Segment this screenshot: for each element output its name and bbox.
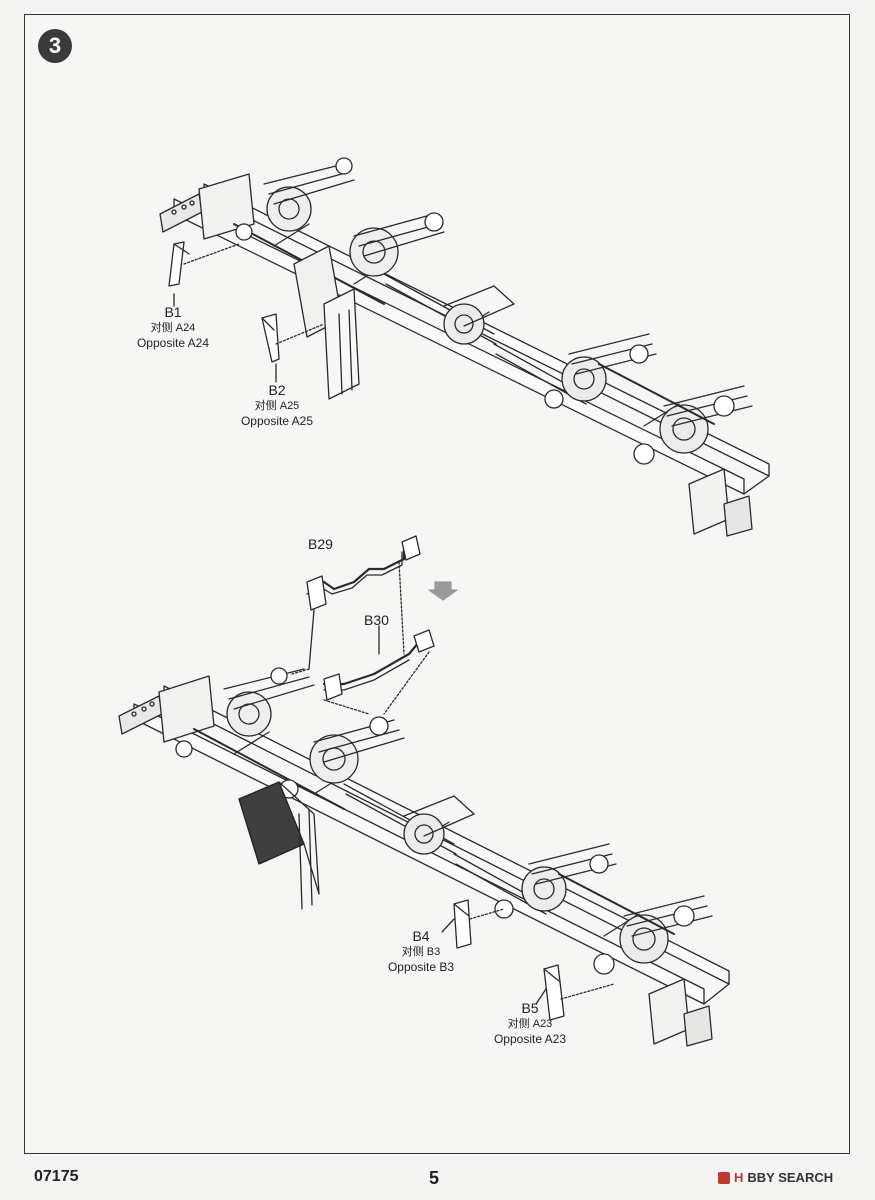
transfer-arrow-icon xyxy=(428,581,458,601)
callout-b2-cn: 对侧 A25 xyxy=(254,400,300,412)
brand-prefix: H xyxy=(734,1170,744,1185)
callout-b4-code: B4 xyxy=(412,928,430,944)
step-number-badge: 3 xyxy=(38,29,72,63)
callout-b2-en: Opposite A25 xyxy=(240,414,314,428)
callout-b4: B4 对侧 B3 Opposite B3 xyxy=(376,928,466,975)
assembly-drawing xyxy=(118,157,770,1047)
callout-b1-code: B1 xyxy=(164,304,182,320)
step-number: 3 xyxy=(48,33,62,58)
bottom-middle-axle xyxy=(403,795,547,915)
bottom-front-axle xyxy=(175,667,405,810)
callout-b1: B1 对侧 A24 Opposite A24 xyxy=(128,304,218,351)
callout-b2-code: B2 xyxy=(268,382,286,398)
callout-b5: B5 对侧 A23 Opposite A23 xyxy=(482,1000,578,1047)
brand-main: BBY SEARCH xyxy=(747,1170,834,1185)
part-b29-label: B29 xyxy=(308,536,333,552)
part-b30-label: B30 xyxy=(364,612,389,628)
part-b29 xyxy=(291,535,421,675)
bottom-chassis xyxy=(118,535,730,1047)
top-chassis xyxy=(159,157,770,537)
callout-b4-en: Opposite B3 xyxy=(387,960,455,974)
brand-logo-icon xyxy=(718,1171,730,1184)
callout-b1-cn: 对侧 A24 xyxy=(150,322,196,334)
product-code: 07175 xyxy=(34,1168,79,1185)
callout-b5-en: Opposite A23 xyxy=(493,1032,567,1046)
callout-b1-en: Opposite A24 xyxy=(136,336,210,350)
callout-b5-cn: 对侧 A23 xyxy=(507,1018,553,1030)
bottom-rear-axles xyxy=(494,843,713,975)
top-rear-axles xyxy=(544,333,753,465)
part-b30 xyxy=(322,625,435,715)
callout-b2: B2 对侧 A25 Opposite A25 xyxy=(232,382,322,429)
page-number: 5 xyxy=(429,1168,440,1188)
callout-b5-code: B5 xyxy=(521,1000,539,1016)
callout-b4-cn: 对侧 B3 xyxy=(401,946,441,958)
